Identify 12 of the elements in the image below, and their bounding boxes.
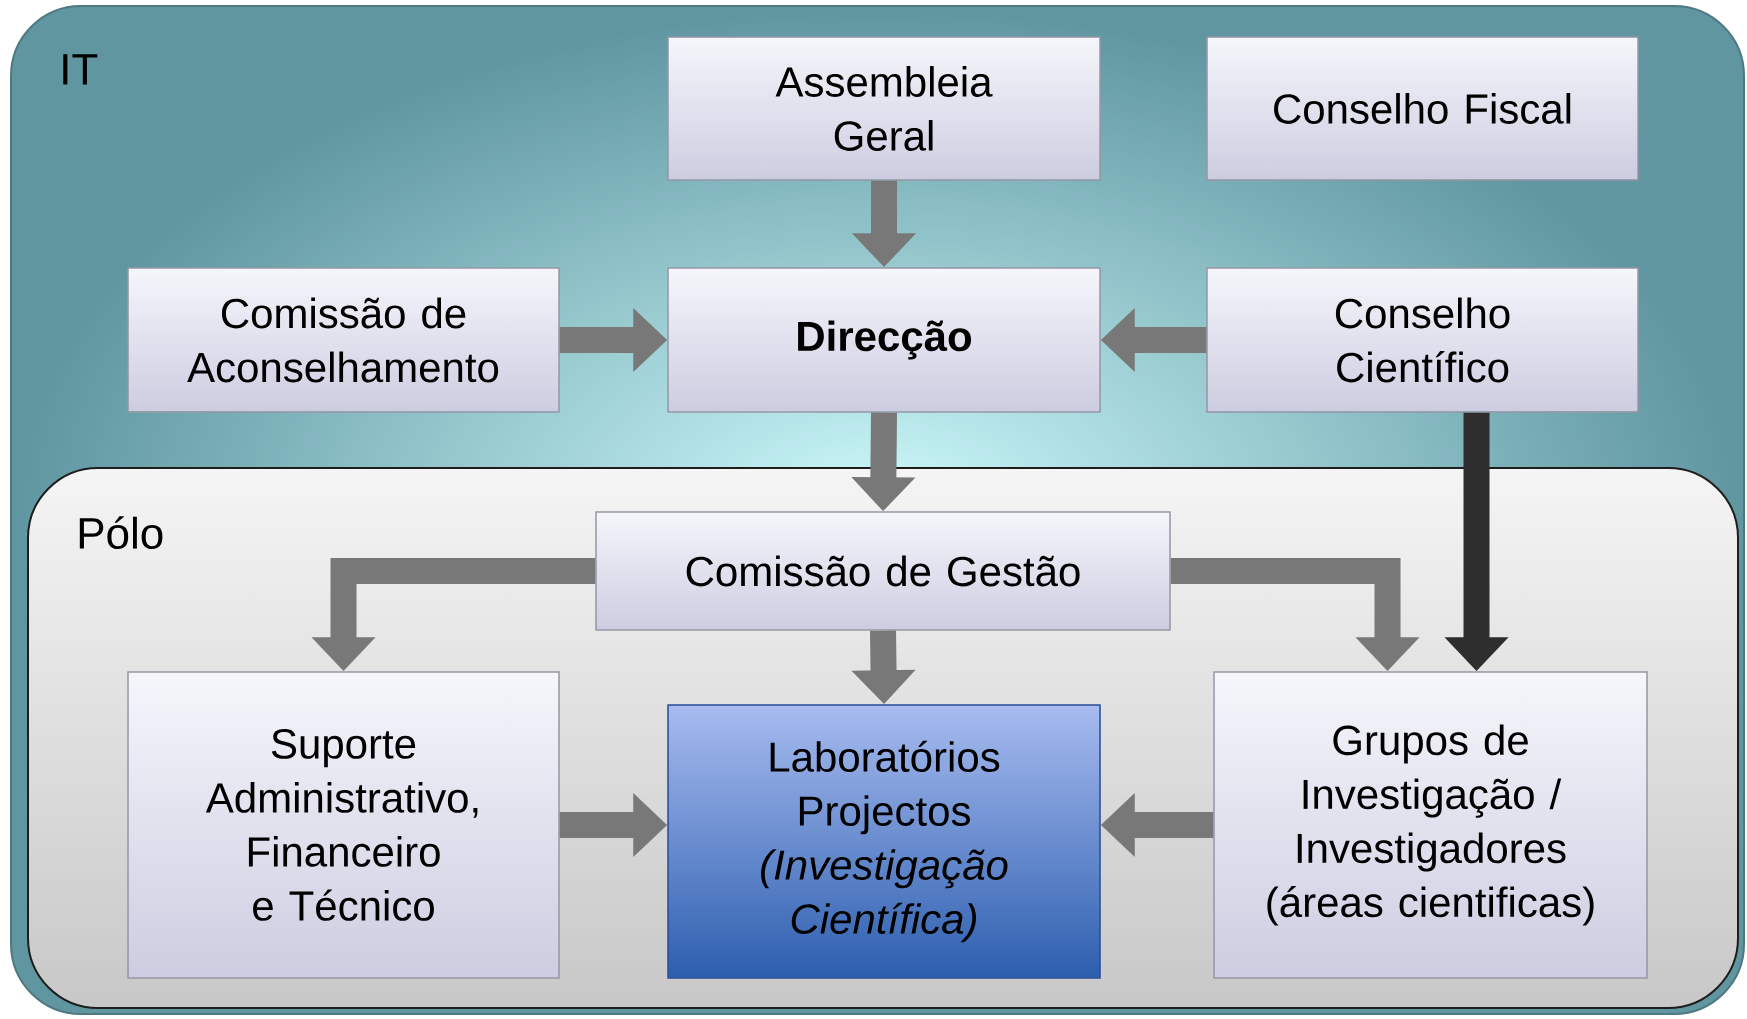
process-box: Assembleia Geral [667, 36, 1101, 181]
process-box: Comissão de Gestão [595, 511, 1171, 631]
process-box: Comissão de Aconselhamento [127, 267, 560, 413]
process-box: Direcção [667, 267, 1101, 413]
panel [10, 5, 1745, 1015]
process-box: Grupos de Investigação / Investigadores (áreas cientificas) [1213, 671, 1648, 979]
process-box: Suporte Administrativo, Financeiro e Técnico [127, 671, 560, 979]
panel-label: IT [63, 54, 98, 85]
panel-label: Pólo [79, 516, 163, 549]
highlighted-box: Laboratórios Projectos (Investigação Científica) [667, 704, 1101, 979]
process-box: Conselho Fiscal [1206, 36, 1639, 181]
process-box: Conselho Científico [1206, 267, 1639, 413]
